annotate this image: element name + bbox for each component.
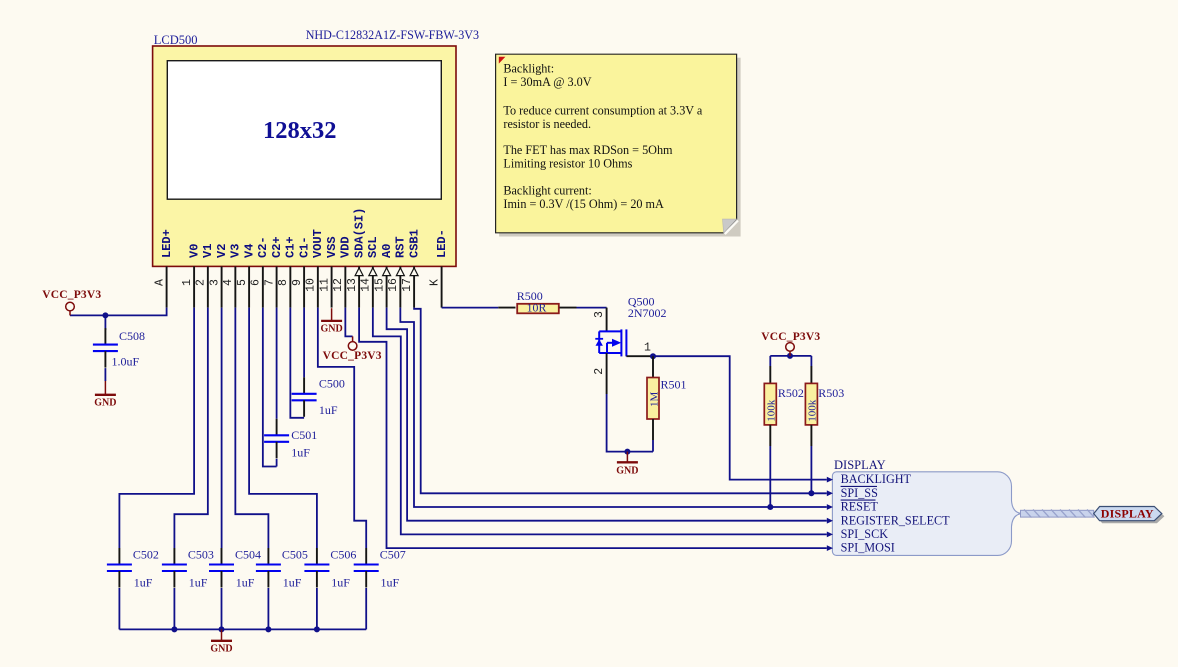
svg-text:R502: R502 [778, 386, 804, 400]
svg-text:GND: GND [320, 323, 342, 334]
svg-text:1.0uF: 1.0uF [112, 355, 140, 369]
svg-text:V2: V2 [215, 244, 229, 258]
svg-text:GND: GND [210, 643, 232, 654]
svg-text:Imin = 0.3V /(15 Ohm) = 20 mA: Imin = 0.3V /(15 Ohm) = 20 mA [503, 197, 664, 211]
svg-text:Q500: Q500 [628, 295, 655, 309]
svg-text:100k: 100k [807, 399, 819, 422]
svg-text:LED-: LED- [435, 229, 449, 258]
svg-text:1M: 1M [648, 392, 660, 408]
svg-text:C502: C502 [133, 548, 159, 562]
svg-text:C505: C505 [282, 548, 308, 562]
svg-text:100k: 100k [766, 399, 778, 422]
svg-text:5: 5 [236, 279, 249, 286]
svg-text:15: 15 [373, 278, 386, 292]
svg-text:R503: R503 [818, 386, 844, 400]
svg-text:I = 30mA @ 3.0V: I = 30mA @ 3.0V [503, 75, 591, 89]
svg-text:NHD-C12832A1Z-FSW-FBW-3V3: NHD-C12832A1Z-FSW-FBW-3V3 [306, 28, 479, 42]
svg-text:C507: C507 [380, 548, 406, 562]
svg-text:To reduce current consumption: To reduce current consumption at 3.3V a [503, 103, 703, 117]
svg-text:C2-: C2- [256, 236, 270, 258]
svg-text:RST: RST [394, 236, 408, 258]
svg-text:V0: V0 [187, 244, 201, 258]
svg-text:16: 16 [387, 278, 400, 292]
svg-text:V4: V4 [242, 244, 256, 258]
svg-text:K: K [428, 279, 441, 286]
svg-text:GND: GND [616, 466, 638, 477]
svg-text:resistor is needed.: resistor is needed. [503, 117, 591, 131]
svg-text:10: 10 [305, 278, 318, 292]
svg-text:1uF: 1uF [319, 403, 338, 417]
svg-text:Backlight:: Backlight: [503, 61, 554, 75]
svg-text:13: 13 [346, 278, 359, 292]
svg-text:9: 9 [291, 279, 304, 286]
svg-text:C506: C506 [330, 548, 356, 562]
svg-text:GND: GND [94, 397, 116, 408]
svg-text:6: 6 [250, 279, 263, 286]
svg-text:Limiting resistor 10 Ohms: Limiting resistor 10 Ohms [503, 157, 632, 171]
svg-text:C504: C504 [235, 548, 261, 562]
svg-text:C2+: C2+ [270, 236, 284, 258]
svg-text:LCD500: LCD500 [154, 33, 198, 47]
svg-text:VDD: VDD [339, 236, 353, 258]
svg-text:VCC_P3V3: VCC_P3V3 [761, 331, 820, 343]
svg-text:VOUT: VOUT [311, 229, 325, 258]
svg-text:3: 3 [593, 311, 606, 318]
svg-text:1: 1 [181, 279, 194, 286]
svg-text:REGISTER_SELECT: REGISTER_SELECT [841, 513, 951, 527]
svg-text:C1+: C1+ [284, 236, 298, 258]
svg-text:SPI_SS: SPI_SS [841, 486, 878, 500]
svg-text:C508: C508 [119, 329, 145, 343]
svg-text:2N7002: 2N7002 [628, 306, 667, 320]
svg-text:A0: A0 [380, 244, 394, 258]
svg-text:4: 4 [222, 279, 235, 286]
svg-text:SPI_SCK: SPI_SCK [841, 527, 889, 541]
svg-text:DISPLAY: DISPLAY [1101, 507, 1154, 521]
svg-text:SCL: SCL [366, 236, 380, 258]
svg-text:DISPLAY: DISPLAY [834, 458, 886, 472]
svg-text:LED+: LED+ [160, 229, 174, 258]
svg-text:The FET has max RDSon = 5Ohm: The FET has max RDSon = 5Ohm [503, 143, 673, 157]
svg-text:Backlight current:: Backlight current: [503, 184, 591, 198]
svg-text:RESET: RESET [841, 500, 879, 514]
svg-text:2: 2 [593, 368, 606, 375]
svg-text:7: 7 [263, 279, 276, 286]
svg-text:A: A [153, 279, 166, 286]
svg-text:1uF: 1uF [291, 445, 310, 459]
svg-text:R500: R500 [517, 289, 543, 303]
svg-text:V3: V3 [229, 244, 243, 258]
svg-text:VCC_P3V3: VCC_P3V3 [42, 289, 101, 301]
svg-text:SPI_MOSI: SPI_MOSI [841, 541, 895, 555]
svg-text:VCC_P3V3: VCC_P3V3 [323, 350, 382, 362]
svg-text:1uF: 1uF [236, 576, 255, 590]
svg-text:10R: 10R [527, 301, 547, 315]
svg-text:11: 11 [318, 278, 331, 292]
svg-text:2: 2 [195, 279, 208, 286]
svg-text:V1: V1 [201, 244, 215, 258]
svg-text:C503: C503 [188, 548, 214, 562]
svg-text:C500: C500 [319, 376, 345, 390]
svg-text:1uF: 1uF [189, 576, 208, 590]
svg-text:8: 8 [277, 279, 290, 286]
svg-text:1: 1 [644, 342, 651, 355]
svg-text:17: 17 [401, 278, 414, 292]
svg-text:C1-: C1- [297, 236, 311, 258]
svg-text:1uF: 1uF [331, 576, 350, 590]
svg-text:BACKLIGHT: BACKLIGHT [841, 472, 912, 486]
svg-text:1uF: 1uF [381, 576, 400, 590]
svg-text:1uF: 1uF [134, 576, 153, 590]
svg-text:CSB1: CSB1 [407, 229, 421, 258]
svg-text:1uF: 1uF [283, 576, 302, 590]
svg-text:VSS: VSS [325, 236, 339, 258]
svg-text:128x32: 128x32 [263, 117, 337, 144]
svg-text:3: 3 [208, 279, 221, 286]
svg-text:14: 14 [360, 278, 373, 292]
svg-text:12: 12 [332, 278, 345, 292]
svg-text:C501: C501 [291, 428, 317, 442]
svg-text:R501: R501 [661, 378, 687, 392]
svg-text:SDA(SI): SDA(SI) [352, 208, 366, 258]
